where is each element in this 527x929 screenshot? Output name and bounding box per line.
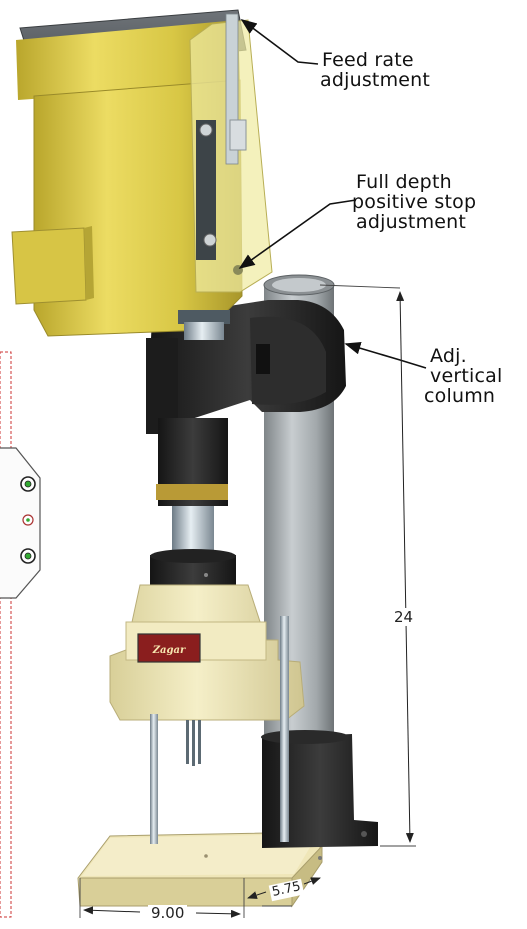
height-dimension [319, 284, 416, 847]
head-body: Zagar [109, 584, 305, 721]
callout-feed-rate-line1: Feed rate [322, 49, 414, 71]
callout-vertical-column-line1: Adj. [430, 345, 467, 367]
callout-vertical-column-line2: vertical [430, 365, 503, 387]
spindle-housing [150, 418, 236, 585]
dimension-base-width-label: 9.00 [148, 905, 188, 921]
dimension-height-label: 24 [392, 608, 416, 626]
callout-feed-rate-line2: adjustment [320, 69, 431, 91]
base-dimensions [79, 877, 321, 918]
feed-guard [189, 13, 273, 293]
callout-full-depth-line3: adjustment [356, 211, 467, 233]
motor [11, 9, 247, 340]
fixture-plate [0, 351, 41, 918]
base-plate [77, 831, 323, 908]
nameplate-text: Zagar [152, 645, 186, 656]
callout-full-depth-line2: positive stop [352, 191, 477, 213]
callout-full-depth-line1: Full depth [356, 171, 452, 193]
callout-vertical-column-line3: column [424, 385, 496, 407]
guide-rods [150, 616, 289, 844]
